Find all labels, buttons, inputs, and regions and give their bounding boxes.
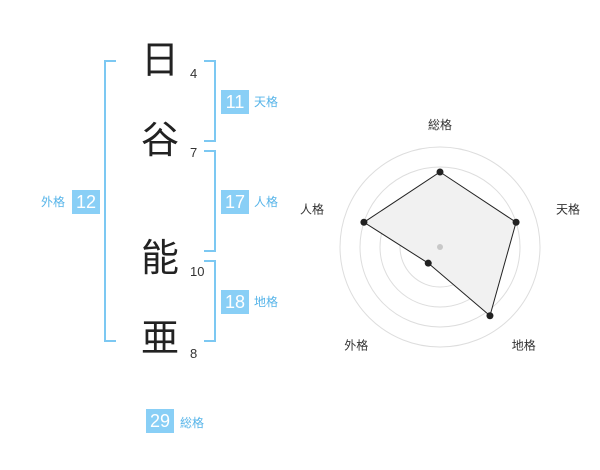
jinkaku-bracket <box>204 150 216 252</box>
radar-point-4 <box>360 218 368 226</box>
radar-label-soukaku: 総格 <box>428 117 452 132</box>
tenkaku-bracket <box>204 60 216 142</box>
tenkaku-label: 天格 <box>254 95 279 109</box>
fortune-radar-chart: 総格 天格 地格 外格 人格 <box>300 117 580 353</box>
radar-points <box>360 168 520 320</box>
soukaku-badge: 29 <box>146 409 174 433</box>
stroke-count-4: 8 <box>190 346 198 361</box>
stroke-count-2: 7 <box>190 145 198 160</box>
radar-data-polygon <box>362 171 517 317</box>
name-char-1: 日 <box>140 38 179 82</box>
chikaku-badge: 18 <box>221 290 249 314</box>
jinkaku-badge: 17 <box>221 190 249 214</box>
radar-label-gaikaku: 外格 <box>344 338 368 353</box>
name-char-2: 谷 <box>140 118 179 162</box>
tenkaku-badge: 11 <box>221 90 249 114</box>
gaikaku-label: 外格 <box>41 195 66 209</box>
radar-label-chikaku: 地格 <box>512 338 536 353</box>
radar-point-0 <box>436 168 444 176</box>
chikaku-bracket <box>204 260 216 342</box>
stroke-count-1: 4 <box>190 66 198 81</box>
radar-point-2 <box>486 312 494 320</box>
name-char-3: 能 <box>140 236 179 280</box>
radar-label-jinkaku: 人格 <box>300 201 324 216</box>
stroke-count-3: 10 <box>190 264 205 279</box>
radar-ring <box>359 166 521 328</box>
chikaku-label: 地格 <box>254 295 279 309</box>
radar-label-tenkaku: 天格 <box>556 201 580 216</box>
jinkaku-label: 人格 <box>254 195 279 209</box>
radar-point-3 <box>424 259 432 267</box>
soukaku-label: 総格 <box>180 416 205 430</box>
gaikaku-badge: 12 <box>72 190 100 214</box>
name-char-4: 亜 <box>140 316 179 360</box>
gaikaku-bracket <box>104 60 116 342</box>
radar-center-dot <box>437 244 443 250</box>
radar-point-1 <box>512 218 520 226</box>
